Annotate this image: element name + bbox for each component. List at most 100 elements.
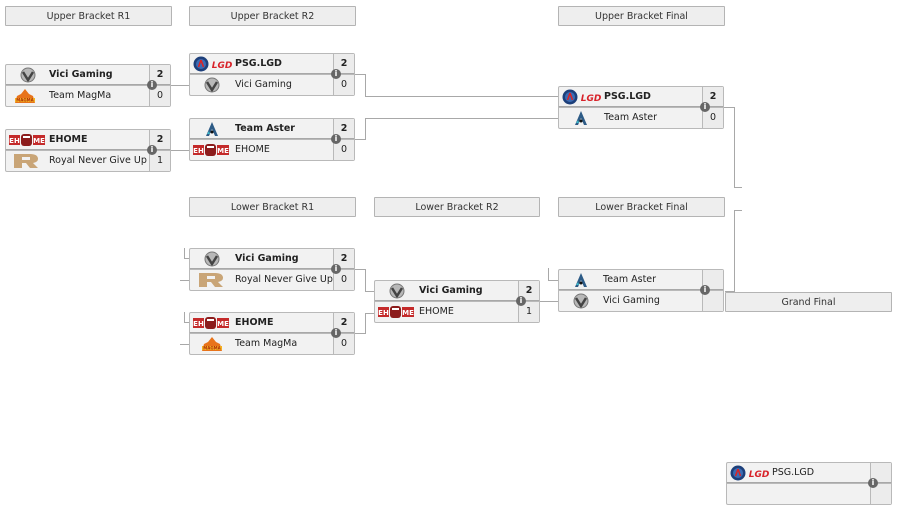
connector-line [184, 258, 190, 259]
header-upper-bracket-final: Upper Bracket Final [558, 6, 725, 26]
lgd-logo-icon [580, 92, 602, 102]
team-aster-logo-icon [204, 121, 220, 137]
team-name: Team MagMa [49, 90, 112, 101]
team-score: 2 [702, 87, 723, 106]
team-row[interactable]: EHOME 1 [374, 301, 540, 323]
team-row[interactable] [726, 483, 892, 505]
team-row[interactable]: PSG.LGD 2 [558, 86, 724, 108]
team-score [702, 270, 723, 289]
team-row[interactable]: Vici Gaming 2 [374, 280, 540, 302]
connector-line [365, 74, 366, 96]
header-lower-bracket-final: Lower Bracket Final [558, 197, 725, 217]
team-score: 2 [333, 249, 354, 268]
team-name: Team MagMa [235, 338, 298, 349]
match-ub-final[interactable]: PSG.LGD 2 Team Aster 0 i [558, 86, 724, 130]
match-ub-r2-2[interactable]: Team Aster 2 EHOME 0 i [189, 118, 355, 162]
header-grand-final: Grand Final [725, 292, 892, 312]
team-row[interactable]: Vici Gaming 2 [5, 64, 171, 86]
team-score [702, 291, 723, 311]
match-ub-r1-1[interactable]: Vici Gaming 2 Team MagMa 0 i [5, 64, 171, 108]
connector-line [734, 210, 742, 211]
ehome-logo-icon [193, 144, 229, 156]
team-row[interactable]: EHOME 2 [189, 312, 355, 334]
ehome-logo-icon [9, 134, 45, 146]
match-info-icon[interactable]: i [331, 264, 341, 274]
match-ub-r1-2[interactable]: EHOME 2 Royal Never Give Up 1 i [5, 129, 171, 173]
match-info-icon[interactable]: i [868, 478, 878, 488]
team-row[interactable]: Vici Gaming 0 [189, 74, 355, 96]
connector-line [365, 118, 558, 119]
team-aster-logo-icon [573, 272, 589, 288]
connector-line [171, 150, 190, 151]
match-lb-final[interactable]: Team Aster Vici Gaming i [558, 269, 724, 313]
team-row[interactable]: Vici Gaming 2 [189, 248, 355, 270]
match-info-icon[interactable]: i [331, 134, 341, 144]
connector-line [365, 313, 366, 334]
match-grand-final[interactable]: PSG.LGD i [726, 462, 892, 506]
match-lb-r2[interactable]: Vici Gaming 2 EHOME 1 i [374, 280, 540, 324]
team-aster-logo-icon [573, 110, 589, 126]
team-row[interactable]: PSG.LGD 2 [189, 53, 355, 75]
team-score: 0 [333, 334, 354, 354]
team-name: PSG.LGD [772, 467, 815, 478]
team-name: Team Aster [603, 274, 657, 285]
connector-line [184, 312, 185, 322]
team-name: EHOME [235, 144, 270, 155]
connector-line [725, 291, 735, 292]
connector-line [539, 301, 558, 302]
match-ub-r2-1[interactable]: PSG.LGD 2 Vici Gaming 0 i [189, 53, 355, 97]
connector-line [548, 268, 549, 280]
connector-line [734, 210, 735, 291]
team-score [870, 463, 891, 482]
match-info-icon[interactable]: i [331, 328, 341, 338]
connector-line [180, 280, 190, 281]
connector-line [734, 187, 742, 188]
team-row[interactable]: Team MagMa 0 [5, 85, 171, 107]
match-info-icon[interactable]: i [700, 102, 710, 112]
team-row[interactable]: Team Aster 0 [558, 107, 724, 129]
team-name: EHOME [235, 317, 274, 328]
team-score: 2 [333, 54, 354, 73]
team-score: 2 [333, 119, 354, 138]
match-info-icon[interactable]: i [147, 145, 157, 155]
match-info-icon[interactable]: i [700, 285, 710, 295]
connector-line [734, 107, 735, 187]
team-row[interactable]: Team Aster [558, 269, 724, 291]
rng-logo-icon [197, 272, 225, 288]
match-info-icon[interactable]: i [516, 296, 526, 306]
match-info-icon[interactable]: i [147, 80, 157, 90]
team-score: 0 [149, 86, 170, 106]
connector-line [355, 269, 365, 270]
team-score: 0 [333, 75, 354, 95]
connector-line [548, 280, 558, 281]
team-row[interactable]: Team Aster 2 [189, 118, 355, 140]
team-row[interactable]: Vici Gaming [558, 290, 724, 312]
connector-line [355, 139, 365, 140]
psg-logo-icon [562, 89, 578, 105]
team-row[interactable]: Team MagMa 0 [189, 333, 355, 355]
vici-gaming-logo-icon [573, 293, 589, 309]
match-lb-r1-1[interactable]: Vici Gaming 2 Royal Never Give Up 0 i [189, 248, 355, 292]
connector-line [180, 344, 190, 345]
team-score: 2 [149, 130, 170, 149]
team-score: 2 [149, 65, 170, 84]
team-row[interactable]: EHOME 0 [189, 139, 355, 161]
vici-gaming-logo-icon [204, 77, 220, 93]
ehome-logo-icon [193, 317, 229, 329]
team-row[interactable]: PSG.LGD [726, 462, 892, 484]
connector-line [365, 313, 374, 314]
team-score: 0 [333, 270, 354, 290]
connector-line [365, 96, 558, 97]
header-lower-bracket-r2: Lower Bracket R2 [374, 197, 540, 217]
team-name: Team Aster [235, 123, 295, 134]
connector-line [365, 291, 374, 292]
header-lower-bracket-r1: Lower Bracket R1 [189, 197, 356, 217]
match-info-icon[interactable]: i [331, 69, 341, 79]
team-row[interactable]: Royal Never Give Up 0 [189, 269, 355, 291]
match-lb-r1-2[interactable]: EHOME 2 Team MagMa 0 i [189, 312, 355, 356]
team-row[interactable]: Royal Never Give Up 1 [5, 150, 171, 172]
team-row[interactable]: EHOME 2 [5, 129, 171, 151]
team-name: EHOME [419, 306, 454, 317]
connector-line [365, 269, 366, 291]
team-score: 2 [518, 281, 539, 300]
